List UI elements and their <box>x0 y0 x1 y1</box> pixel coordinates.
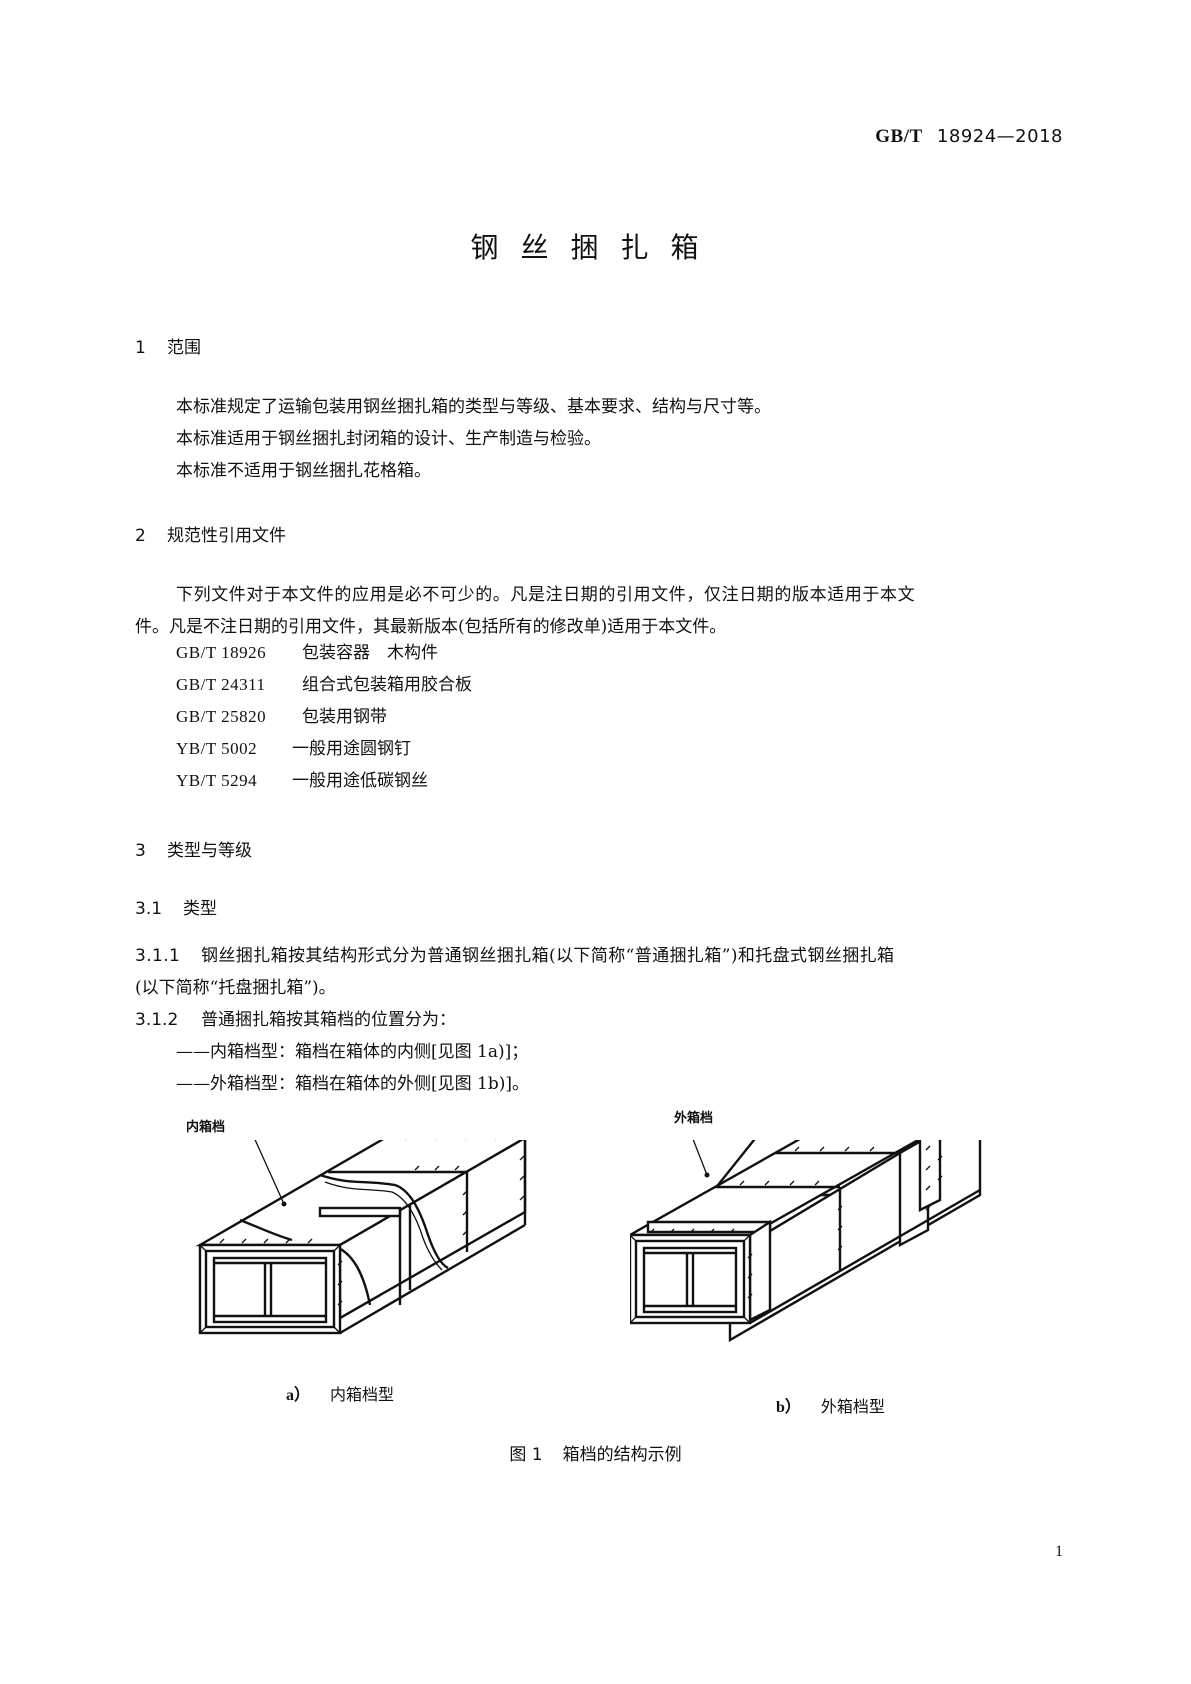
figure-1a-drawing <box>195 1140 527 1335</box>
paragraph: 本标准不适用于钢丝捆扎花格箱。 <box>176 461 431 481</box>
list-item: ——外箱档型：箱档在箱体的外侧[见图 1b)]。 <box>176 1074 529 1094</box>
figure-1b-drawing <box>630 1140 982 1343</box>
list-item: ——内箱档型：箱档在箱体的内侧[见图 1a)]； <box>176 1042 529 1062</box>
document-title: 钢丝捆扎箱 <box>470 231 721 264</box>
figure-1b-caption: b）外箱档型 <box>776 1397 885 1416</box>
section-2-intro: 下列文件对于本文件的应用是必不可少的。凡是注日期的引用文件，仅注日期的版本适用于… <box>135 579 1060 643</box>
standard-prefix: GB/T <box>875 126 923 147</box>
figure-1a-caption: a）内箱档型 <box>286 1385 395 1404</box>
page-number: 1 <box>1055 1543 1063 1560</box>
standard-code: GB/T 18924—2018 <box>875 126 1063 148</box>
callout-outer-cleat: 外箱档 <box>674 1111 714 1126</box>
paragraph-line: 下列文件对于本文件的应用是必不可少的。凡是注日期的引用文件，仅注日期的版本适用于… <box>176 585 916 605</box>
paragraph-line: 件。凡是不注日期的引用文件，其最新版本(包括所有的修改单)适用于本文件。 <box>135 617 727 637</box>
paragraph: 本标准适用于钢丝捆扎封闭箱的设计、生产制造与检验。 <box>176 429 601 449</box>
clause-number: 3.1.1 <box>135 946 181 966</box>
callout-inner-cleat: 内箱档 <box>186 1120 226 1135</box>
section-1-body: 本标准规定了运输包装用钢丝捆扎箱的类型与等级、基本要求、结构与尺寸等。 本标准适… <box>176 391 771 487</box>
standard-number: 18924—2018 <box>936 126 1063 147</box>
clause-number: 3.1.2 <box>135 1010 179 1030</box>
paragraph: 本标准规定了运输包装用钢丝捆扎箱的类型与等级、基本要求、结构与尺寸等。 <box>176 397 771 417</box>
